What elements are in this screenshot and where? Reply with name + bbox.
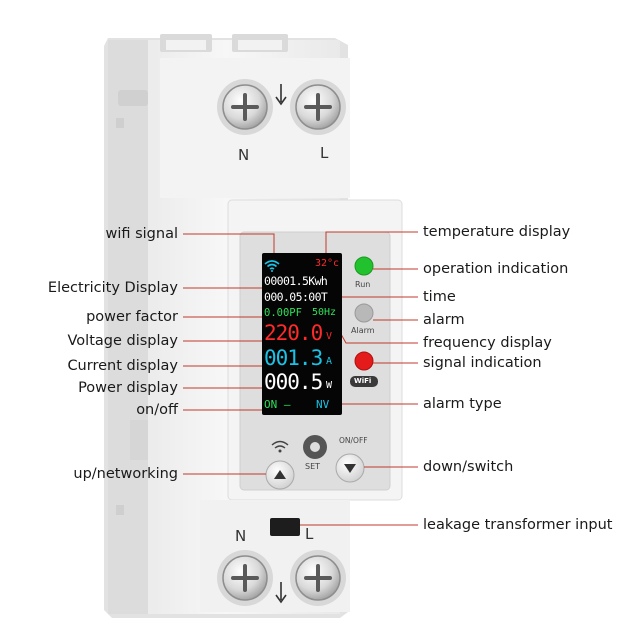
lcd-screen: 32°c 00001.5Kwh 000.05:00T 0.00PF 50Hz 2… [262, 253, 342, 415]
label-alarm: alarm [423, 312, 465, 328]
lcd-power-factor: 0.00PF [264, 307, 302, 319]
onoff-button-label: ON/OFF [339, 436, 368, 445]
lcd-current-unit: A [326, 356, 333, 367]
label-signal-indication: signal indication [423, 355, 542, 371]
label-leakage-transformer-input: leakage transformer input [423, 517, 613, 533]
alarm-indicator-label: Alarm [351, 326, 375, 335]
bottom-terminal-n: N [235, 527, 247, 545]
label-power-factor: power factor [86, 309, 178, 325]
callout-lines [183, 231, 418, 526]
top-terminal-n: N [238, 146, 250, 164]
label-current-display: Current display [67, 358, 178, 374]
label-voltage-display: Voltage display [67, 333, 179, 349]
top-terminal-l: L [320, 144, 329, 162]
callout-wifi-signal [183, 233, 275, 260]
lcd-current: 001.3 [264, 346, 323, 370]
label-power-display: Power display [78, 380, 178, 396]
lcd-temperature: 32°c [315, 258, 340, 269]
label-alarm-type: alarm type [423, 396, 502, 412]
wifi-signal-icon [264, 257, 280, 276]
set-button-label: SET [305, 462, 321, 471]
label-electricity-display: Electricity Display [47, 280, 178, 296]
label-frequency-display: frequency display [423, 335, 552, 351]
lcd-power: 000.5 [264, 370, 323, 394]
control-buttons [265, 435, 365, 490]
label-wifi-signal: wifi signal [105, 226, 178, 242]
label-temperature-display: temperature display [423, 224, 571, 240]
lcd-power-unit: W [326, 380, 333, 391]
indicator-leds [350, 256, 378, 387]
lcd-energy: 00001.5Kwh [264, 274, 328, 288]
label-on-off: on/off [136, 402, 178, 418]
lcd-alarm-code: NV [316, 398, 330, 411]
bottom-terminal-screws [217, 550, 346, 606]
label-up-networking: up/networking [73, 466, 178, 482]
top-terminal-screws [217, 79, 346, 135]
lcd-time: 000.05:00T [264, 290, 328, 304]
label-time: time [423, 289, 456, 305]
bottom-terminal-l: L [305, 525, 314, 543]
lcd-voltage: 220.0 [264, 321, 323, 345]
lcd-voltage-unit: V [326, 331, 333, 342]
wifi-badge: WiFi [354, 377, 372, 385]
run-label: Run [355, 280, 371, 289]
lcd-frequency: 50Hz [312, 307, 337, 318]
label-operation-indication: operation indication [423, 261, 569, 277]
lcd-on-state: ON — [264, 398, 291, 411]
label-down-switch: down/switch [423, 459, 514, 475]
callout-temperature [325, 231, 418, 262]
